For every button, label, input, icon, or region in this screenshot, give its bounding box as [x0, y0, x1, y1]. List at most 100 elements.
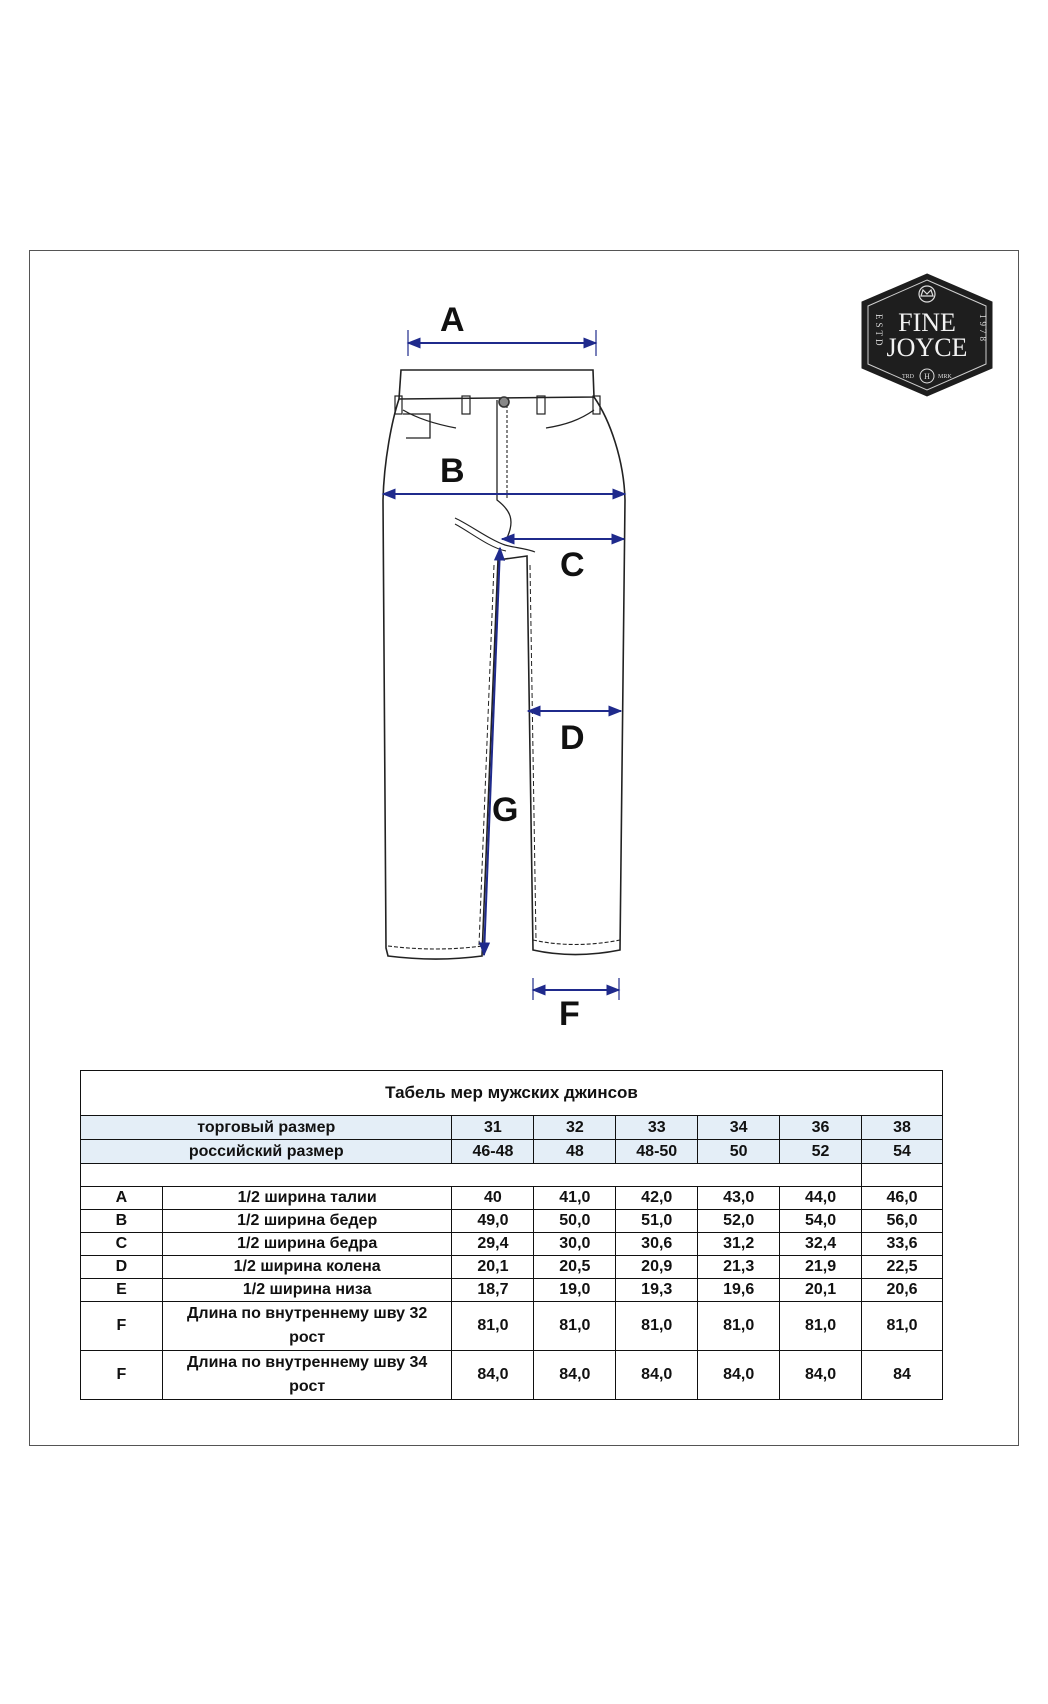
row-value: 54,0	[779, 1209, 863, 1233]
trade-size-cell: 38	[861, 1115, 943, 1140]
logo-monogram: H	[924, 372, 930, 381]
row-code: A	[80, 1186, 163, 1210]
row-value: 84,0	[615, 1350, 699, 1400]
table-row: F Длина по внутреннему шву 34 рост 84,0 …	[80, 1350, 943, 1400]
table-title: Табель мер мужских джинсов	[80, 1070, 943, 1116]
row-value: 81,0	[451, 1301, 535, 1351]
row-name: 1/2 ширина низа	[161, 1278, 453, 1302]
row-value: 40	[451, 1186, 535, 1210]
row-value: 84,0	[697, 1350, 781, 1400]
logo-line2: JOYCE	[887, 333, 968, 362]
row-value: 20,1	[451, 1255, 535, 1279]
row-value: 81,0	[615, 1301, 699, 1351]
logo-estd: ESTD	[874, 314, 884, 349]
trade-size-row: торговый размер 31 32 33 34 36 38	[79, 1115, 943, 1140]
row-value: 81,0	[779, 1301, 863, 1351]
table-row: C 1/2 ширина бедра 29,4 30,0 30,6 31,2 3…	[80, 1232, 943, 1256]
row-value: 52,0	[697, 1209, 781, 1233]
row-value: 84,0	[451, 1350, 535, 1400]
dimension-label-g: G	[492, 791, 518, 829]
ru-size-cell: 48-50	[615, 1139, 699, 1164]
logo-year: 1978	[978, 314, 988, 344]
row-value: 20,6	[861, 1278, 943, 1302]
row-code: D	[80, 1255, 163, 1279]
row-code: C	[80, 1232, 163, 1256]
table-row: A 1/2 ширина талии 40 41,0 42,0 43,0 44,…	[80, 1186, 943, 1210]
row-value: 49,0	[451, 1209, 535, 1233]
dimension-label-c: C	[560, 546, 585, 584]
page-frame	[29, 250, 1019, 1446]
size-table: Табель мер мужских джинсов торговый разм…	[79, 1070, 943, 1400]
row-value: 33,6	[861, 1232, 943, 1256]
ru-size-cell: 48	[533, 1139, 617, 1164]
row-value: 43,0	[697, 1186, 781, 1210]
dimension-lines	[381, 330, 627, 1000]
dimension-labels: A B C D G F	[440, 301, 585, 1033]
row-value: 30,0	[533, 1232, 617, 1256]
row-value: 19,0	[533, 1278, 617, 1302]
dimension-label-b: B	[440, 452, 465, 490]
row-value: 42,0	[615, 1186, 699, 1210]
row-code: F	[80, 1301, 163, 1351]
ru-size-cell: 50	[697, 1139, 781, 1164]
row-value: 84	[861, 1350, 943, 1400]
jeans-diagram: A B C D G F	[381, 301, 627, 1033]
dimension-line-g	[478, 546, 506, 957]
crown-icon	[918, 285, 936, 303]
row-value: 21,3	[697, 1255, 781, 1279]
row-value: 81,0	[697, 1301, 781, 1351]
ru-size-cell: 52	[779, 1139, 863, 1164]
brand-logo: FINE JOYCE ESTD 1978 TRD MRK H	[861, 273, 993, 397]
row-value: 41,0	[533, 1186, 617, 1210]
ru-size-cell: 46-48	[451, 1139, 535, 1164]
row-value: 46,0	[861, 1186, 943, 1210]
row-value: 51,0	[615, 1209, 699, 1233]
row-value: 19,3	[615, 1278, 699, 1302]
trade-size-cell: 31	[451, 1115, 535, 1140]
trade-size-cell: 33	[615, 1115, 699, 1140]
dimension-label-a: A	[440, 301, 465, 339]
row-value: 29,4	[451, 1232, 535, 1256]
table-row: E 1/2 ширина низа 18,7 19,0 19,3 19,6 20…	[80, 1278, 943, 1302]
table-row: D 1/2 ширина колена 20,1 20,5 20,9 21,3 …	[80, 1255, 943, 1279]
row-value: 81,0	[533, 1301, 617, 1351]
ru-size-cell: 54	[861, 1139, 943, 1164]
row-name: Длина по внутреннему шву 32 рост	[161, 1301, 453, 1351]
row-name: 1/2 ширина колена	[161, 1255, 453, 1279]
row-value: 19,6	[697, 1278, 781, 1302]
jeans-outline	[382, 369, 626, 960]
dimension-label-d: D	[560, 719, 585, 757]
row-name: 1/2 ширина бедер	[161, 1209, 453, 1233]
row-name: Длина по внутреннему шву 34 рост	[161, 1350, 453, 1400]
trade-size-cell: 32	[533, 1115, 617, 1140]
row-value: 56,0	[861, 1209, 943, 1233]
trade-size-label: торговый размер	[79, 1115, 453, 1140]
trade-size-cell: 36	[779, 1115, 863, 1140]
dimension-label-f: F	[559, 995, 580, 1033]
ru-size-label: российский размер	[79, 1139, 453, 1164]
row-value: 20,9	[615, 1255, 699, 1279]
row-value: 32,4	[779, 1232, 863, 1256]
row-code: E	[80, 1278, 163, 1302]
spacer-row	[79, 1163, 943, 1187]
row-value: 31,2	[697, 1232, 781, 1256]
row-value: 50,0	[533, 1209, 617, 1233]
logo-line1: FINE	[898, 308, 956, 337]
row-code: F	[80, 1350, 163, 1400]
row-value: 30,6	[615, 1232, 699, 1256]
row-value: 22,5	[861, 1255, 943, 1279]
ru-size-row: российский размер 46-48 48 48-50 50 52 5…	[79, 1139, 943, 1164]
row-value: 18,7	[451, 1278, 535, 1302]
row-value: 20,1	[779, 1278, 863, 1302]
logo-mrk: MRK	[938, 374, 952, 380]
row-value: 20,5	[533, 1255, 617, 1279]
trade-size-cell: 34	[697, 1115, 781, 1140]
row-name: 1/2 ширина бедра	[161, 1232, 453, 1256]
logo-trd: TRD	[902, 374, 915, 380]
table-row: B 1/2 ширина бедер 49,0 50,0 51,0 52,0 5…	[80, 1209, 943, 1233]
row-value: 21,9	[779, 1255, 863, 1279]
row-value: 44,0	[779, 1186, 863, 1210]
row-value: 84,0	[533, 1350, 617, 1400]
row-name: 1/2 ширина талии	[161, 1186, 453, 1210]
table-row: F Длина по внутреннему шву 32 рост 81,0 …	[80, 1301, 943, 1351]
